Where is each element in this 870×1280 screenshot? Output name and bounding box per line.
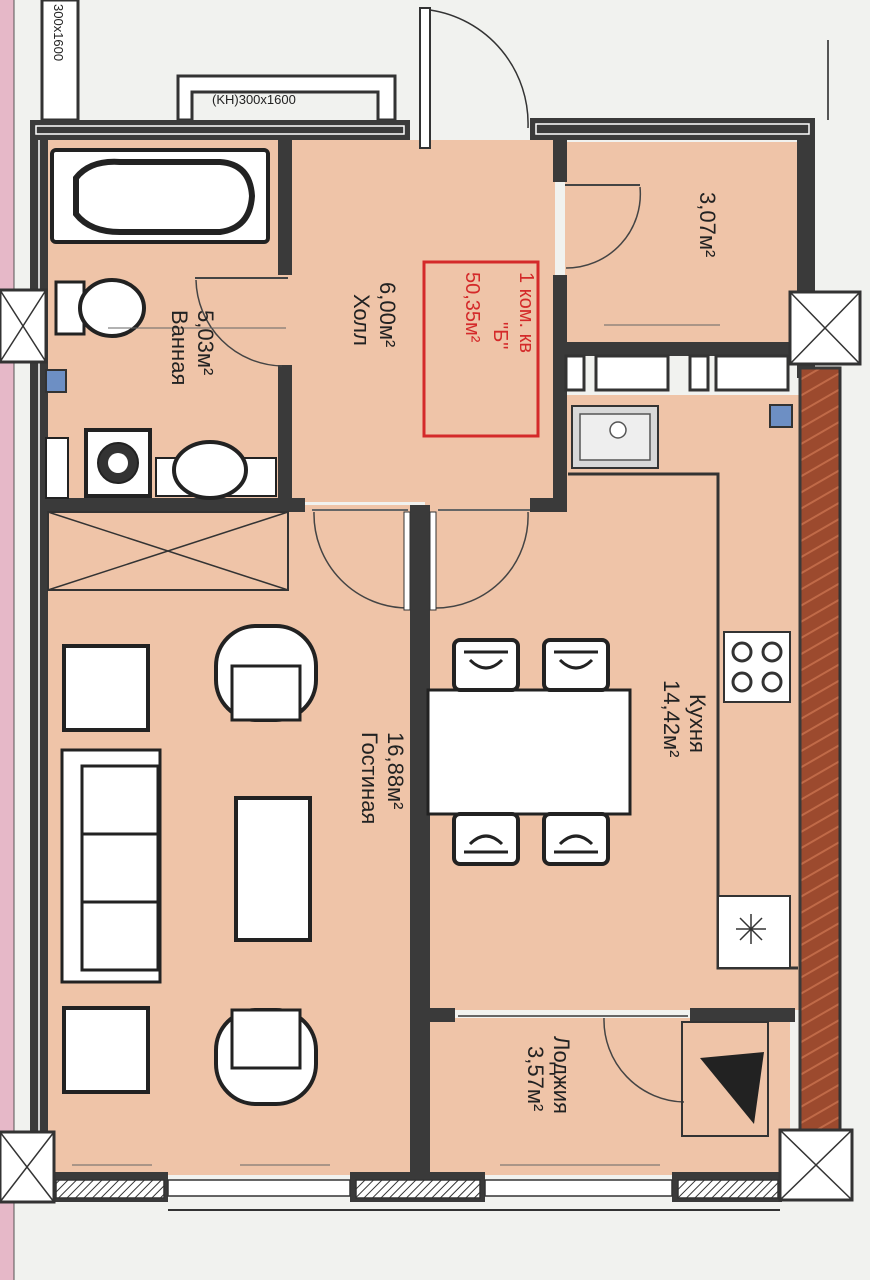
living-door: [312, 509, 411, 611]
dining-set: [426, 638, 632, 866]
living-furniture: [60, 624, 318, 1106]
washing-machine: [84, 428, 152, 498]
bath-area: 5,03м²: [193, 310, 218, 375]
storage-label: 3,07м²: [695, 192, 720, 257]
armchair-bottom: [214, 1008, 318, 1106]
vent-kitchen: [769, 404, 793, 428]
brick-wall: [798, 366, 842, 1140]
kitchen-door: [429, 509, 530, 611]
bath-name: Ванная: [167, 310, 192, 385]
loggia-door: [458, 1015, 769, 1137]
dimension-lines: [72, 324, 720, 1166]
loggia-label: Лоджия 3,57м²: [523, 1036, 574, 1114]
kitchen-name: Кухня: [685, 694, 710, 753]
apartment-type: 1 ком. кв: [515, 272, 537, 353]
kitchen-area: 14,42м²: [659, 680, 684, 758]
coffee-table: [234, 796, 312, 942]
bath-cabinet: [45, 437, 69, 499]
entrance-door: [419, 7, 529, 149]
apartment-label: 1 ком. кв "Б" 50,35м²: [461, 272, 537, 353]
bottom-windows: [167, 1179, 673, 1197]
bath-label: 5,03м² Ванная: [167, 310, 218, 385]
bathtub: [50, 148, 270, 244]
hall-name: Холл: [349, 294, 374, 346]
side-table-bottom: [62, 1006, 150, 1094]
loggia-area: 3,57м²: [523, 1046, 548, 1111]
column-post-bottom-right: [778, 1128, 854, 1202]
apartment-label-box: [422, 260, 540, 438]
armchair-side-table-top: [62, 644, 150, 732]
kitchen-label: Кухня 14,42м²: [659, 680, 710, 758]
sofa: [60, 748, 162, 984]
bottom-wall-hatching: [55, 1179, 779, 1199]
stove: [723, 631, 791, 703]
wardrobe: [47, 511, 289, 591]
kitchen-counter: [568, 405, 798, 970]
dining-table: [426, 688, 632, 816]
hall-area: 6,00м²: [375, 282, 400, 347]
hall-label: 6,00м² Холл: [349, 282, 400, 347]
neighbor-strip: [0, 0, 14, 1280]
bath-door: [195, 277, 288, 367]
loggia-name: Лоджия: [549, 1036, 574, 1114]
kitchen-vent-box: [717, 895, 791, 969]
vent-bath: [45, 369, 67, 393]
window-left-top: [40, 0, 80, 122]
living-name: Гостиная: [357, 732, 382, 824]
storage-area: 3,07м²: [695, 192, 720, 257]
bath-sink: [155, 440, 277, 500]
apartment-letter: "Б": [489, 322, 511, 349]
apartment-area: 50,35м²: [461, 272, 483, 343]
toilet: [54, 278, 146, 338]
living-label: 16,88м² Гостиная: [357, 732, 408, 824]
column-posts: [0, 288, 862, 1204]
column-post-right-top: [788, 290, 862, 366]
window-top-label: (KH)300x1600: [212, 92, 296, 107]
armchair-top: [214, 624, 318, 722]
living-area: 16,88м²: [383, 732, 408, 810]
storage-door: [565, 184, 642, 269]
column-post-left: [0, 288, 48, 364]
window-left-label: 300x1600: [51, 4, 66, 61]
column-post-bottom-left: [0, 1130, 56, 1204]
storage-shelves: [564, 354, 790, 392]
